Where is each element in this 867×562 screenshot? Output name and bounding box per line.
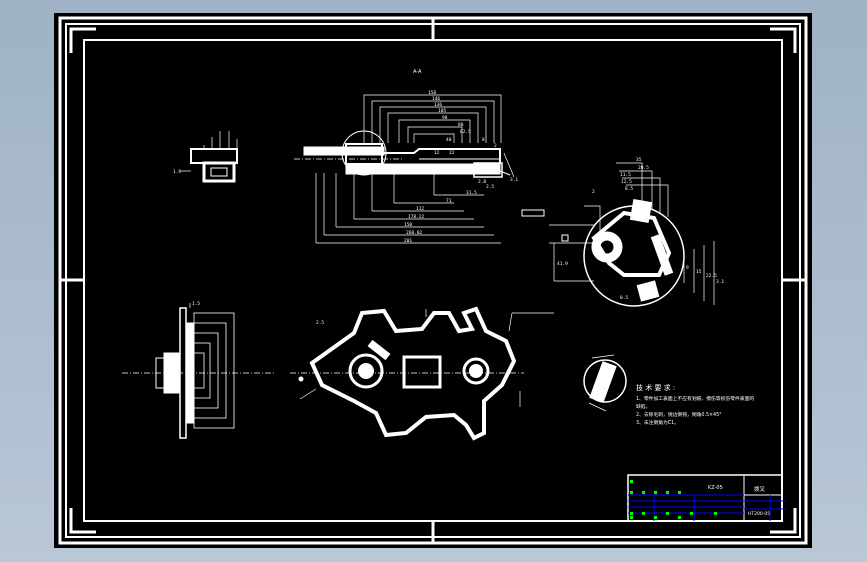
svg-text:8: 8	[482, 137, 485, 143]
svg-text:22.5: 22.5	[706, 273, 717, 279]
doc-number: KZ-05	[708, 485, 723, 491]
svg-text:98: 98	[442, 115, 448, 121]
svg-text:11.5: 11.5	[620, 172, 631, 178]
svg-text:3.1: 3.1	[510, 177, 518, 183]
section-label: A-A	[413, 69, 422, 75]
svg-text:158: 158	[428, 90, 436, 96]
bottom-plan-view	[290, 306, 554, 441]
svg-text:105: 105	[438, 108, 446, 114]
top-left-detail-view	[179, 131, 238, 183]
svg-text:8.5: 8.5	[625, 186, 633, 192]
left-side-view	[122, 303, 276, 439]
right-circular-view	[521, 162, 715, 307]
svg-text:146: 146	[432, 96, 440, 102]
svg-text:15: 15	[696, 269, 702, 275]
side-view-label: 1.5	[192, 301, 200, 307]
scale-ref: HT200-05	[748, 511, 770, 517]
svg-text:62.5: 62.5	[460, 129, 471, 135]
svg-text:80: 80	[458, 122, 464, 128]
svg-text:41.9: 41.9	[557, 261, 568, 267]
right-dimension-labels: 35 20.5 11.5 12.5 8.5 2 9 15 22.5 3.1 41…	[557, 157, 724, 301]
drawing-sheet: A-A 1.5	[54, 13, 812, 548]
svg-text:112: 112	[416, 206, 424, 212]
technical-notes: 技 术 要 求 : 1、零件加工表面上不应有划痕、擦伤等损伤零件表面的 缺陷。 …	[636, 383, 754, 426]
svg-text:2.8: 2.8	[478, 179, 486, 185]
top-left-view-label: 1.5	[173, 169, 181, 175]
svg-text:178.22: 178.22	[408, 214, 425, 220]
svg-text:268.02: 268.02	[406, 230, 423, 236]
svg-text:9: 9	[686, 265, 689, 271]
drawing-frame	[58, 16, 808, 545]
svg-text:136: 136	[434, 102, 442, 108]
tech-note-3: 2、去除毛刺，锐边倒钝，倒角0.5×45°	[636, 411, 722, 418]
tech-title: 技 术 要 求 :	[636, 383, 675, 392]
svg-text:3.1: 3.1	[716, 279, 724, 285]
svg-text:12.5: 12.5	[621, 179, 632, 185]
svg-text:2: 2	[592, 189, 595, 195]
svg-text:201: 201	[404, 238, 412, 244]
svg-text:0.5: 0.5	[620, 295, 628, 301]
svg-text:31.5: 31.5	[466, 190, 477, 196]
svg-text:71: 71	[446, 198, 452, 204]
tech-note-4: 3、未注倒角为C1。	[636, 419, 679, 426]
plan-view-label: 2.5	[316, 320, 324, 326]
svg-text:12: 12	[434, 150, 440, 156]
svg-text:35: 35	[636, 157, 642, 163]
tech-note-1: 1、零件加工表面上不应有划痕、擦伤等损伤零件表面的	[636, 395, 754, 402]
part-name: 拨叉	[754, 485, 766, 493]
svg-text:22: 22	[449, 150, 455, 156]
tech-note-2: 缺陷。	[636, 403, 650, 410]
pin-detail-view	[583, 354, 627, 412]
main-section-view	[294, 94, 515, 244]
top-dimension-labels: 158 146 136 105 98 80 62.5 40 8 2 12 22 …	[404, 90, 518, 244]
svg-text:2.5: 2.5	[486, 184, 494, 190]
svg-text:2: 2	[494, 143, 497, 149]
title-block	[627, 474, 786, 522]
svg-text:150: 150	[404, 222, 412, 228]
svg-text:40: 40	[446, 137, 452, 143]
svg-text:20.5: 20.5	[638, 165, 649, 171]
